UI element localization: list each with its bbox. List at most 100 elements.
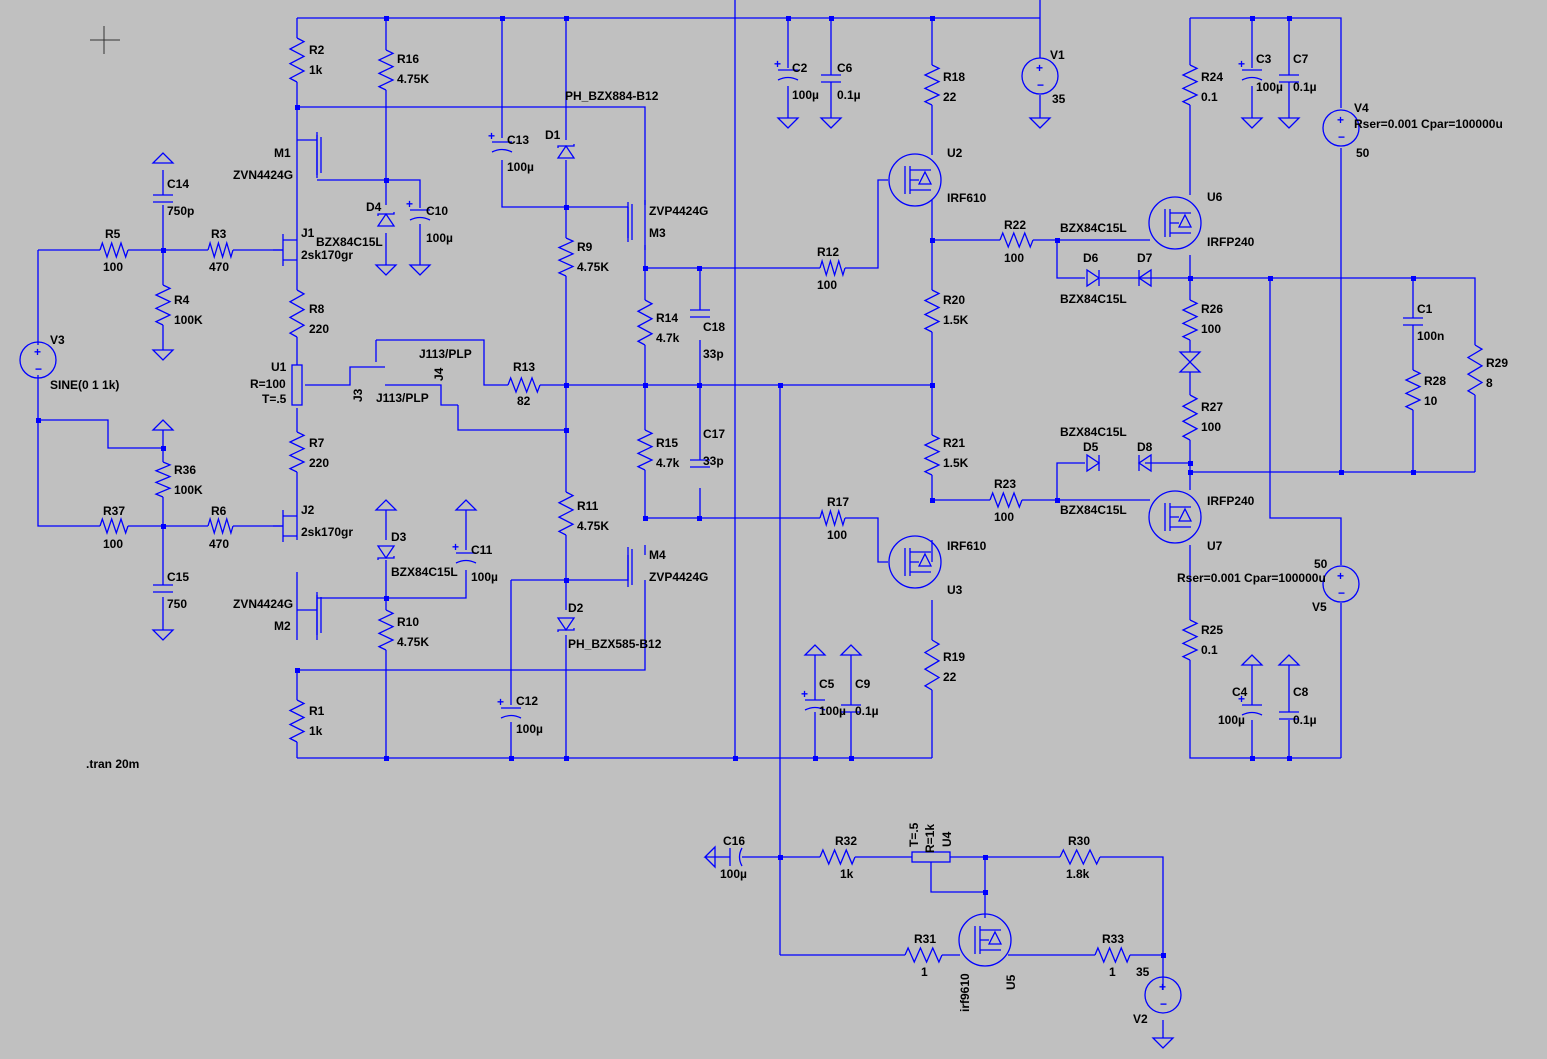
resistor-symbol <box>923 64 941 106</box>
value-R18: 22 <box>943 90 957 104</box>
resistor-symbol <box>989 491 1023 509</box>
label-C16: C16 <box>723 834 745 848</box>
label-C11: C11 <box>471 543 493 557</box>
mosfet-symbol <box>958 913 1012 967</box>
value-U6: IRFP240 <box>1207 235 1255 249</box>
label-R3: R3 <box>211 227 227 241</box>
voltage-minus-icon: − <box>1160 997 1167 1011</box>
value-C15: 750 <box>167 597 187 611</box>
voltage-source-symbol <box>1322 565 1360 603</box>
value-U3: IRF610 <box>947 539 987 553</box>
label-R17: R17 <box>827 495 849 509</box>
value-R25: 0.1 <box>1201 643 1218 657</box>
label-R8: R8 <box>309 302 325 316</box>
label-R28: R28 <box>1424 374 1446 388</box>
diode-symbol <box>377 212 395 216</box>
label-U2: U2 <box>947 146 963 160</box>
label-V1: V1 <box>1050 48 1065 62</box>
wires <box>37 0 1476 1038</box>
value-C1: 100n <box>1417 329 1444 343</box>
capacitor-symbol <box>1241 76 1263 81</box>
label-C5: C5 <box>819 677 835 691</box>
label-R10: R10 <box>397 615 419 629</box>
mosfet-symbol <box>627 202 633 242</box>
capacitor-plus-icon: + <box>801 687 808 701</box>
value-R32: 1k <box>840 867 854 881</box>
label-C14: C14 <box>167 177 189 191</box>
resistor-symbol <box>288 431 306 473</box>
resistor-symbol <box>1094 946 1131 964</box>
label-R32: R32 <box>835 834 857 848</box>
voltage-minus-icon: − <box>1037 78 1044 92</box>
value-R23: 100 <box>994 510 1014 524</box>
label-C13: C13 <box>507 133 529 147</box>
label-D8: D8 <box>1137 440 1153 454</box>
supply-arrow-icon <box>151 152 175 164</box>
voltage-plus-icon: + <box>1036 61 1043 75</box>
resistor-symbol <box>288 289 306 338</box>
extra-U4: T=.5 <box>907 822 921 847</box>
value-U7: IRFP240 <box>1207 494 1255 508</box>
spice-directive[interactable]: .tran 20m <box>86 757 139 771</box>
resistor-symbol <box>1059 848 1101 866</box>
label-R5: R5 <box>105 227 121 241</box>
crosshair-cursor-icon <box>90 26 120 54</box>
voltage-source-symbol <box>1322 109 1360 147</box>
label-R7: R7 <box>309 436 325 450</box>
ground-icon <box>151 349 175 361</box>
jfet-symbol <box>273 510 297 542</box>
label-D4: D4 <box>366 200 382 214</box>
label-M1: M1 <box>274 146 291 160</box>
mosfet-symbol <box>316 595 322 635</box>
value-R15: 4.7k <box>656 456 680 470</box>
resistor-symbol <box>207 516 234 536</box>
label-D2: D2 <box>568 601 584 615</box>
diode-symbol <box>1086 268 1101 288</box>
mosfet-symbol <box>974 926 1003 954</box>
value-M1: ZVN4424G <box>233 168 293 182</box>
supply-arrow-icon <box>703 845 716 869</box>
label-C4: C4 <box>1232 685 1248 699</box>
mosfet-symbol <box>904 166 933 194</box>
ground-icon <box>408 264 432 276</box>
mosfet-symbol <box>888 535 942 589</box>
value-R7: 220 <box>309 456 329 470</box>
label-V4: V4 <box>1354 101 1369 115</box>
voltage-plus-icon: + <box>1159 980 1166 994</box>
capacitor-symbol <box>409 216 431 221</box>
capacitor-symbol <box>491 148 513 153</box>
resistor-symbol <box>1466 344 1484 396</box>
resistor-symbol <box>923 434 941 476</box>
value-C7: 0.1µ <box>1293 80 1317 94</box>
value-C5: 100µ <box>819 704 846 718</box>
label-R33: R33 <box>1102 932 1124 946</box>
value-C4: 100µ <box>1218 713 1245 727</box>
resistor-symbol <box>557 237 575 277</box>
value-R9: 4.75K <box>577 260 609 274</box>
ground-icon <box>1028 117 1052 129</box>
mosfet-symbol <box>1148 196 1202 250</box>
resistor-symbol <box>1181 619 1199 661</box>
mosfet-symbol <box>904 548 933 576</box>
diode-symbol <box>376 545 396 560</box>
label-R30: R30 <box>1068 834 1090 848</box>
value-R27: 100 <box>1201 420 1221 434</box>
value-D2: PH_BZX585-B12 <box>568 637 662 651</box>
label-C7: C7 <box>1293 52 1309 66</box>
diode-symbol <box>1137 453 1152 473</box>
capacitor-symbol <box>804 706 826 711</box>
value-R1: 1k <box>309 724 323 738</box>
label-C1: C1 <box>1417 302 1433 316</box>
value-C10: 100µ <box>426 231 453 245</box>
label-J4: J4 <box>432 367 446 381</box>
capacitor-symbol <box>500 714 522 719</box>
mosfet-symbol <box>627 547 633 587</box>
value-U4: R=1k <box>923 824 937 853</box>
ground-icon <box>151 629 175 641</box>
mosfet-symbol <box>1164 209 1193 237</box>
ground-icon <box>1151 1037 1175 1049</box>
resistor-symbol <box>99 516 129 536</box>
label-R15: R15 <box>656 436 678 450</box>
label-D6: D6 <box>1083 251 1099 265</box>
